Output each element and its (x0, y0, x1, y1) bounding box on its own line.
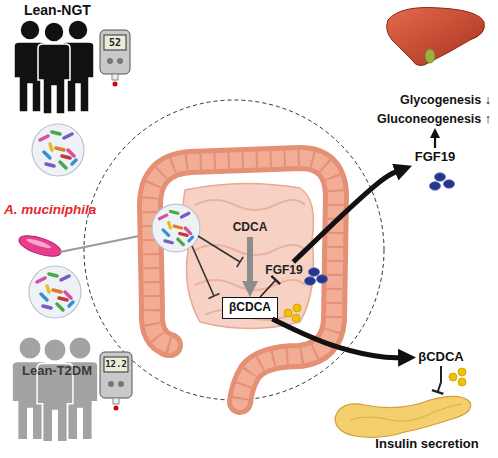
bcdca-molecule (284, 309, 292, 317)
blood-drop (113, 82, 118, 87)
glucometer-screen (104, 357, 128, 372)
hormone-node: FGF19 (412, 148, 458, 166)
intestine-coil (195, 245, 305, 255)
pancreas-lobules (350, 404, 462, 421)
node-text: Glycogenesis ↓ (400, 93, 491, 107)
hormone-node: FGF19 (262, 262, 306, 280)
fgf19-molecule (317, 275, 328, 283)
fgf19-molecule (430, 182, 441, 190)
liver-node: Glycogenesis ↓ Gluconeogenesis ↑ (376, 4, 494, 128)
pancreas-node: Insulin secretion (362, 392, 492, 456)
fgf19-molecules (430, 173, 455, 190)
test-strip (112, 74, 118, 80)
group-label: Lean-T2DM (22, 364, 92, 378)
node-text: CDCA (233, 221, 268, 235)
fgf19-molecule (435, 173, 446, 181)
glucose-reading: 52 (104, 35, 126, 50)
arrow-connector (272, 319, 401, 358)
species-label: A. muciniphila (4, 203, 96, 218)
intestine-coils (195, 200, 305, 320)
metabolite-node: CDCA (228, 219, 272, 237)
people-group (12, 337, 98, 442)
colon-haustra (150, 158, 336, 402)
people-group (14, 20, 94, 114)
bcdca-molecules (449, 368, 466, 386)
glucometer-button (117, 58, 123, 64)
bcdca-molecule (292, 314, 300, 322)
bcdca-molecule (449, 373, 457, 381)
gut-microbiota (152, 204, 200, 252)
node-text: βCDCA (229, 301, 271, 315)
inhibition-connector (260, 280, 276, 297)
node-text: Gluconeogenesis ↑ (377, 112, 491, 126)
person-icon (37, 339, 73, 442)
fgf19-molecule (444, 180, 455, 188)
intestine-coil (195, 200, 305, 210)
node-text: Insulin secretion (375, 437, 478, 452)
colon-inner (150, 158, 336, 402)
glucometer-screen (104, 35, 126, 50)
colon (150, 158, 336, 402)
microbiota-circle (29, 266, 81, 318)
bacterium (17, 232, 64, 261)
bcdca-molecules (284, 304, 301, 322)
metabolite-node: βCDCA (416, 348, 466, 366)
inhibition-line (198, 236, 240, 262)
inhibition-bar (237, 257, 243, 267)
node-text: βCDCA (418, 350, 464, 365)
liver (387, 8, 485, 66)
glucometer-button (108, 381, 114, 387)
glucometer-button (107, 58, 113, 64)
microbiota-circle (32, 124, 84, 176)
fgf19-molecule (309, 268, 320, 276)
inhibition-lines (192, 236, 243, 298)
fgf19-molecule (305, 277, 316, 285)
small-intestine (183, 183, 313, 328)
inhibition-bar (209, 294, 220, 299)
arrow-connector (293, 171, 398, 262)
gallbladder (425, 49, 435, 63)
pancreas-lobule (350, 404, 462, 421)
bacterium-highlight (26, 237, 52, 250)
bcdca-molecule (458, 378, 466, 386)
group-label: Lean-NGT (24, 3, 91, 18)
blood-drop (114, 406, 119, 411)
glucose-reading: 12.2 (104, 357, 128, 372)
inhibition-connector (438, 366, 441, 392)
bcdca-molecule (293, 304, 301, 312)
arrow-connector (247, 237, 253, 284)
glucometer (100, 30, 130, 74)
glucometer (100, 352, 132, 398)
fgf19-molecules (305, 268, 328, 285)
metabolite-box: βCDCA (222, 297, 278, 319)
node-text: FGF19 (415, 150, 455, 165)
glucometer-button (118, 381, 124, 387)
person-icon (38, 22, 70, 114)
pancreas (335, 396, 471, 437)
inhibition-line (192, 246, 214, 296)
bcdca-molecule (458, 368, 466, 376)
test-strip (113, 398, 119, 404)
node-text: FGF19 (265, 264, 302, 278)
arrow-connector (434, 136, 436, 148)
